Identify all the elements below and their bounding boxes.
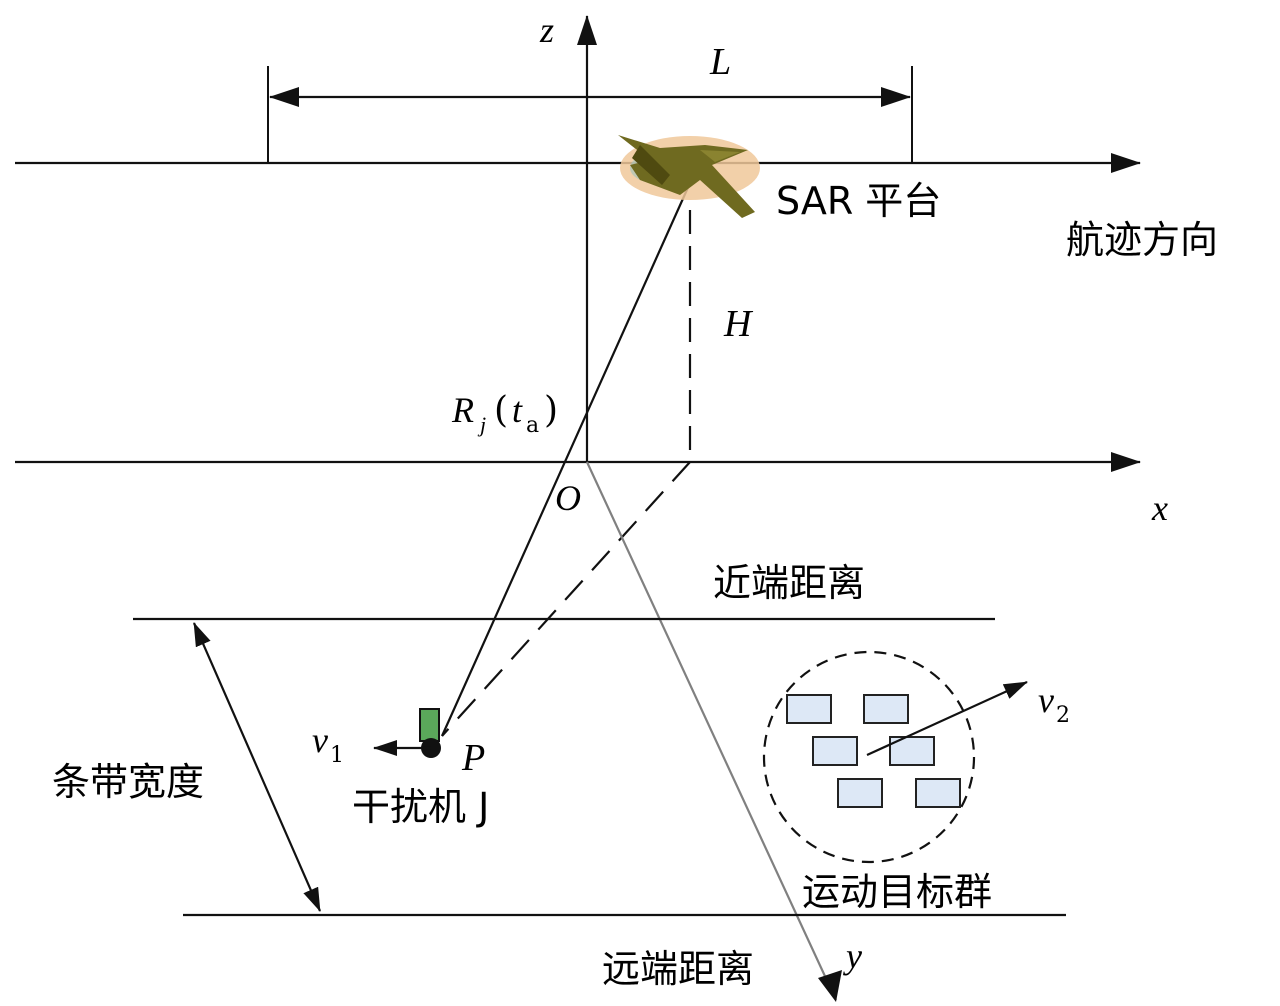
vehicle-block-icon [837,778,883,808]
v1-label: v 1 [312,720,344,768]
v1-subscript: 1 [330,743,344,768]
vehicle-block-icon [812,736,858,766]
origin-label: O [555,478,581,518]
vehicle-block-icon [915,778,961,808]
v2-symbol: v [1038,680,1054,720]
slant-range-label: R j ( t a ) [451,390,558,438]
swath-width-arrow [192,622,322,912]
v2-subscript: 2 [1056,703,1070,728]
v2-arrow [866,680,1028,757]
v1-symbol: v [312,720,328,760]
y-axis-line [586,461,837,1001]
R-subscript: j [477,412,486,437]
R-paren-open: ( [494,390,508,431]
moving-targets-label: 运动目标群 [802,870,992,914]
airplane-icon [618,135,760,218]
slant-range-line [440,182,692,737]
t-subscript: a [526,413,539,438]
y-axis-label: y [843,936,862,976]
ground-dashed-line [441,461,691,737]
far-range-label: 远端距离 [602,947,754,991]
sar-platform-label: SAR 平台 [776,179,941,223]
v2-label: v 2 [1038,680,1070,728]
jammer-label: 干扰机 J [352,785,489,829]
track-direction-label: 航迹方向 [1066,218,1218,262]
target-group-boundary [762,650,976,864]
jammer-device-icon [419,708,440,742]
vehicle-block-icon [863,694,909,724]
y-axis-arrowhead [818,970,842,1002]
H-label: H [723,303,754,345]
z-axis-label: z [539,10,554,50]
vehicle-block-icon [786,694,832,724]
point-P-label: P [461,737,485,779]
near-range-label: 近端距离 [713,561,865,605]
x-axis-label: x [1151,488,1168,528]
R-paren-close: ) [544,390,558,431]
swath-width-label: 条带宽度 [52,760,204,804]
t-symbol: t [512,390,523,430]
R-symbol: R [451,390,474,430]
L-label: L [709,41,731,83]
